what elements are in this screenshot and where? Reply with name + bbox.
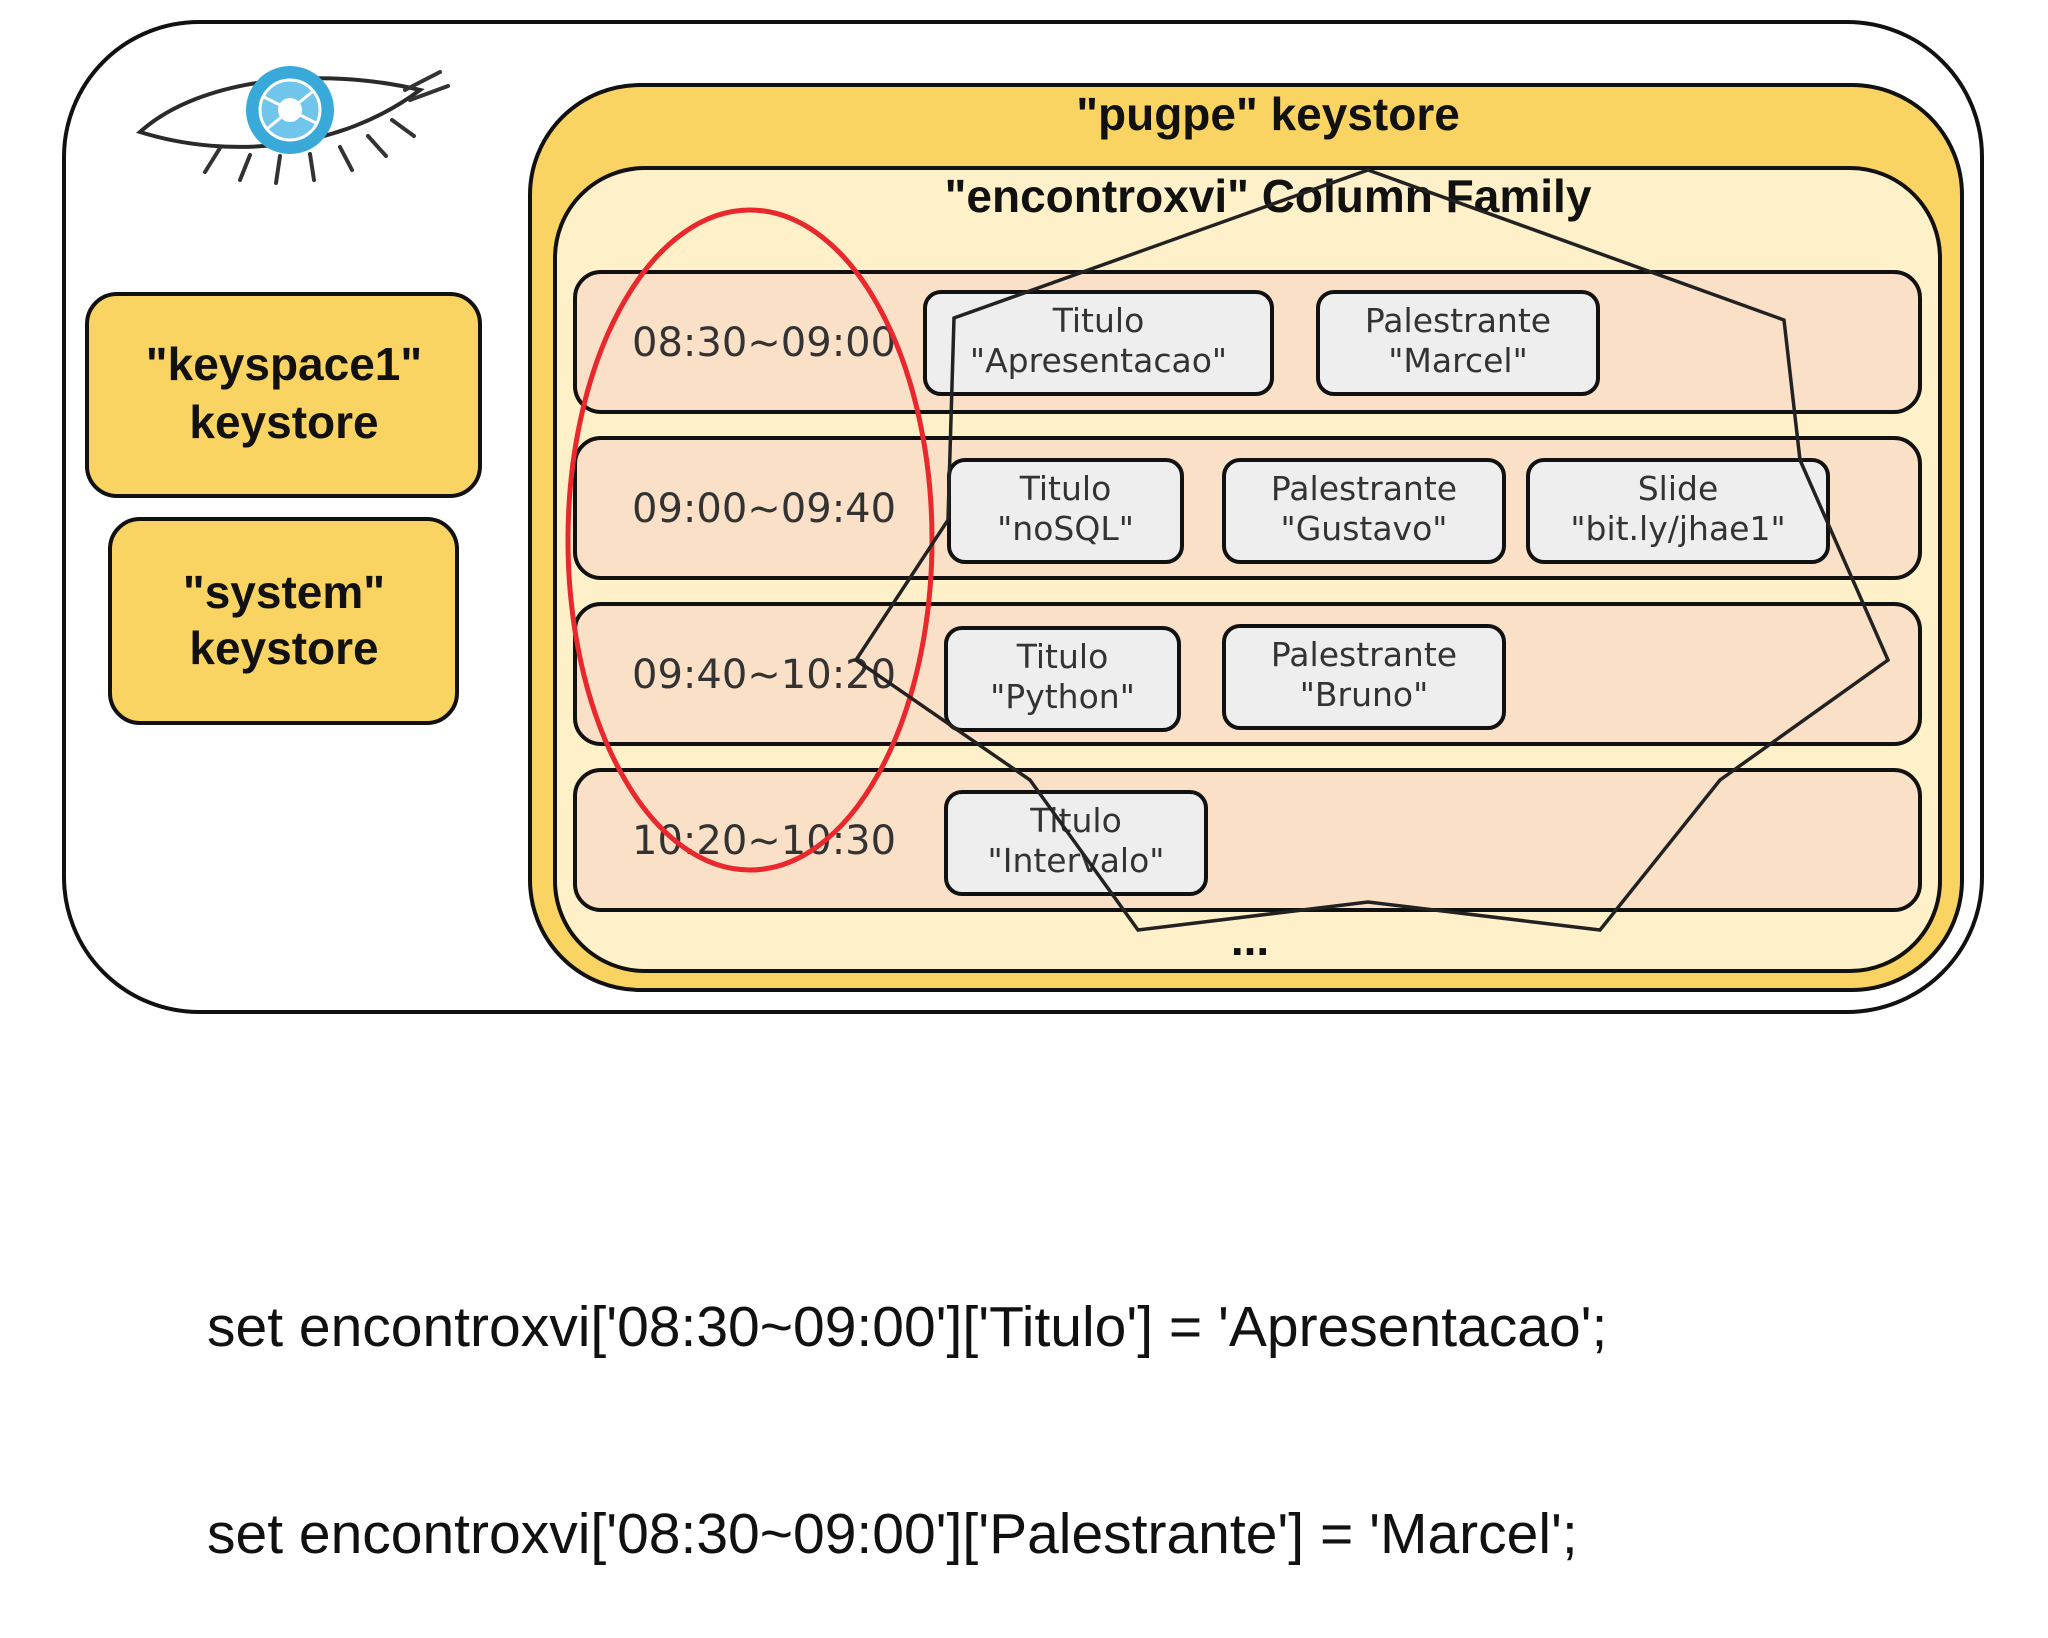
column-value: "Python": [990, 677, 1135, 716]
keyspace1-keystore-label-line1: "keyspace1": [146, 338, 422, 390]
column-cell-box: [1526, 458, 1830, 564]
column-cell: Titulo"noSQL": [947, 458, 1184, 564]
column-cell-box: [1222, 624, 1506, 730]
column-cell: Palestrante"Gustavo": [1222, 458, 1506, 564]
column-name: Slide: [1638, 469, 1719, 508]
column-cell: Palestrante"Bruno": [1222, 624, 1506, 730]
column-cell-box: [944, 626, 1181, 732]
pugpe-keystore-label: "pugpe" keystore: [1076, 88, 1460, 140]
columns-highlight-polygon: [853, 168, 1891, 932]
system-keystore-label-line1: "system": [183, 566, 385, 618]
cassandra-cli-code: set encontroxvi['08:30~09:00']['Titulo']…: [207, 1155, 1607, 1638]
column-value: "Intervalo": [988, 841, 1165, 880]
column-value: "Bruno": [1300, 675, 1429, 714]
code-line-2: set encontroxvi['08:30~09:00']['Palestra…: [207, 1502, 1578, 1566]
keyspace1-keystore-label-line2: keystore: [189, 396, 378, 448]
column-cell: Titulo"Apresentacao": [923, 290, 1274, 396]
row: 08:30~09:00 Titulo"Apresentacao" Palestran…: [573, 270, 1922, 414]
column-name: Palestrante: [1271, 469, 1457, 508]
column-name: Titulo: [1052, 301, 1145, 340]
more-rows-ellipsis: ...: [1231, 913, 1269, 965]
row: 09:00~09:40 Titulo"noSQL" Palestrante"Gust…: [573, 436, 1922, 580]
column-name: Titulo: [1019, 469, 1112, 508]
column-cell-box: [923, 290, 1274, 396]
column-name: Palestrante: [1271, 635, 1457, 674]
column-name: Titulo: [1029, 801, 1122, 840]
code-line-1: set encontroxvi['08:30~09:00']['Titulo']…: [207, 1295, 1608, 1359]
cassandra-eye-logo: [136, 66, 450, 185]
row-key: 08:30~09:00: [632, 320, 896, 366]
column-cell-box: [1222, 458, 1506, 564]
column-value: "Marcel": [1388, 341, 1528, 380]
row-keys-highlight-ellipse: [565, 207, 935, 873]
column-name: Palestrante: [1365, 301, 1551, 340]
system-keystore-label-line2: keystore: [189, 622, 378, 674]
row-box: [573, 768, 1922, 912]
system-keystore: "system" keystore: [108, 517, 459, 725]
column-name: Titulo: [1016, 637, 1109, 676]
keyspace1-keystore: "keyspace1" keystore: [85, 292, 482, 498]
column-value: "Gustavo": [1281, 509, 1448, 548]
column-value: "noSQL": [997, 509, 1134, 548]
column-value: "bit.ly/jhae1": [1570, 509, 1785, 548]
cassandra-data-model-diagram: "keyspace1" keystore "system" keystore "…: [62, 20, 1984, 1014]
row: 09:40~10:20 Titulo"Python" Palestrante"Bru…: [573, 602, 1922, 746]
column-cell: Titulo"Python": [944, 626, 1181, 732]
column-cell-box: [1316, 290, 1600, 396]
column-cell: Slide"bit.ly/jhae1": [1526, 458, 1830, 564]
column-cell: Palestrante"Marcel": [1316, 290, 1600, 396]
row-key: 09:00~09:40: [632, 486, 896, 532]
column-value: "Apresentacao": [970, 341, 1227, 380]
row-key: 09:40~10:20: [632, 652, 896, 698]
